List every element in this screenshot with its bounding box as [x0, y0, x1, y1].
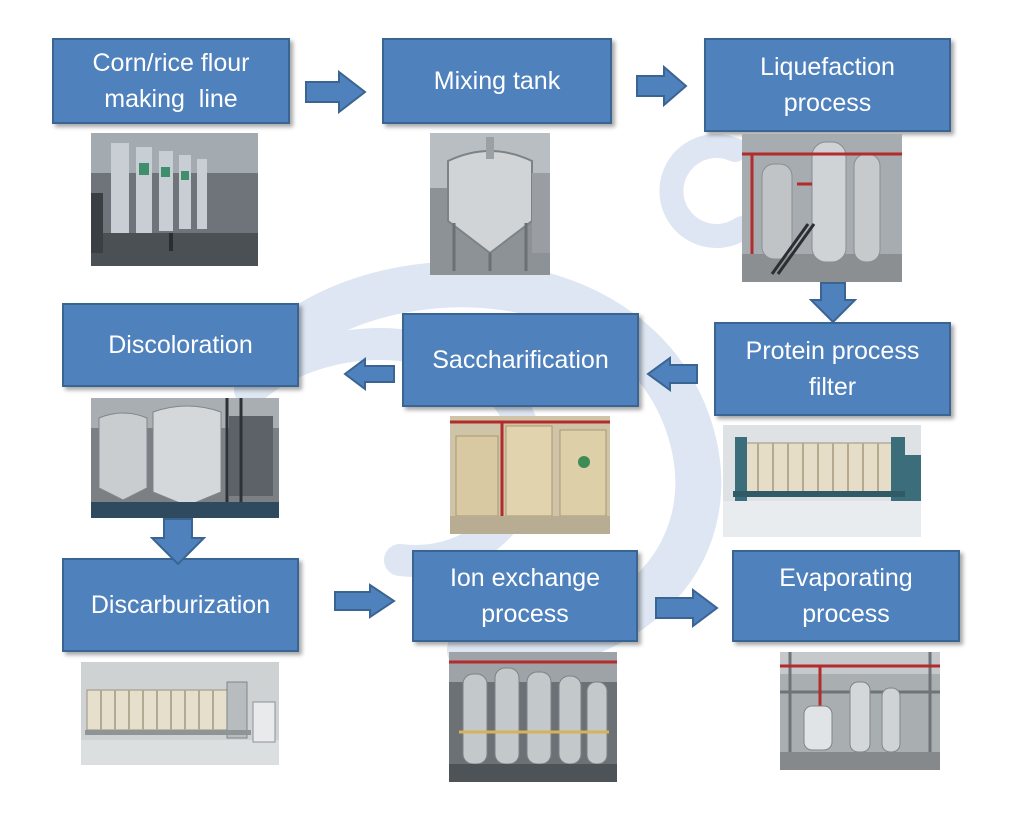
- step-corn-rice-flour: Corn/rice flour making line: [52, 38, 290, 124]
- photo-liquefaction-equipment: [742, 134, 902, 282]
- photo-discarburization-filter: [81, 662, 279, 765]
- photo-mixing-tank: [430, 133, 550, 275]
- step-label-line: filter: [808, 373, 857, 401]
- arrow-left-icon: [343, 357, 395, 391]
- arrow-down-icon: [809, 282, 857, 324]
- arrow-right-icon: [655, 588, 719, 628]
- photo-saccharification-tanks: [450, 416, 610, 534]
- step-label-line: Discarburization: [90, 591, 271, 619]
- step-discoloration: Discoloration: [62, 303, 299, 387]
- step-ion-exchange: Ion exchange process: [412, 550, 638, 642]
- step-label-line: Protein process: [745, 337, 920, 365]
- arrow-right-icon: [305, 70, 367, 114]
- step-label-line: process: [481, 600, 569, 628]
- step-label-line: process: [802, 600, 890, 628]
- photo-flour-mill-line: [91, 133, 258, 266]
- photo-protein-filter-press: [723, 425, 921, 537]
- step-label-line: process: [783, 89, 872, 117]
- arrow-right-icon: [334, 583, 396, 619]
- step-label-line: Corn/rice flour: [92, 49, 250, 77]
- step-label-line: Liquefaction: [760, 53, 895, 81]
- step-saccharification: Saccharification: [402, 313, 639, 407]
- step-discarburization: Discarburization: [62, 558, 299, 652]
- step-evaporating: Evaporating process: [732, 550, 960, 642]
- photo-evaporator-equipment: [780, 652, 940, 770]
- step-label-line: Saccharification: [432, 346, 609, 374]
- step-protein-filter: Protein process filter: [714, 322, 951, 416]
- step-liquefaction: Liquefaction process: [704, 38, 951, 132]
- arrow-left-icon: [646, 356, 698, 392]
- photo-ion-exchange-columns: [449, 652, 617, 782]
- step-label-line: making line: [104, 85, 238, 113]
- step-label-line: Ion exchange: [449, 564, 601, 592]
- photo-discoloration-tanks: [91, 398, 279, 518]
- arrow-right-icon: [636, 65, 688, 107]
- step-label-line: Evaporating: [779, 564, 913, 592]
- step-mixing-tank: Mixing tank: [382, 38, 612, 124]
- step-label-line: Discoloration: [108, 331, 253, 359]
- step-label-line: Mixing tank: [433, 67, 561, 95]
- arrow-down-icon: [150, 518, 206, 566]
